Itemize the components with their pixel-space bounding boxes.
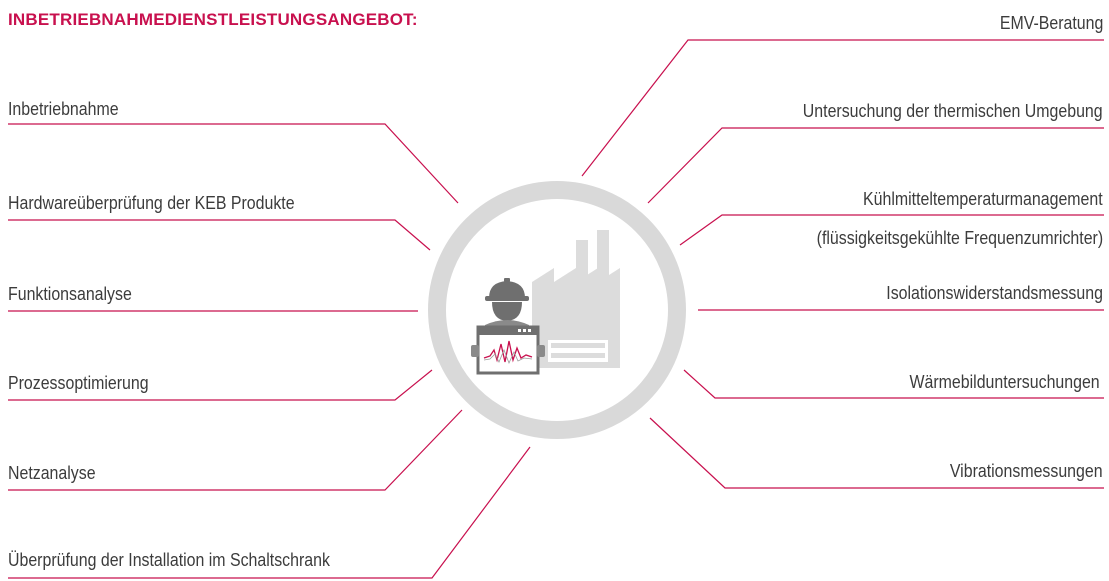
connector-right-6 — [649, 417, 1104, 489]
service-label-vibration-measurement: Vibrationsmessungen — [950, 460, 1103, 481]
center-circle — [428, 181, 686, 439]
connector-right-2 — [647, 127, 1104, 204]
service-label-hardware-check: Hardwareüberprüfung der KEB Produkte — [8, 192, 295, 213]
service-label-thermal-imaging: Wärmebilduntersuchungen — [909, 371, 1100, 392]
service-label-coolant-management: Kühlmitteltemperaturmanagement — [863, 188, 1103, 209]
page-title: INBETRIEBNAHMEDIENSTLEISTUNGSANGEBOT: — [8, 10, 418, 29]
service-label-function-analysis: Funktionsanalyse — [8, 283, 132, 304]
service-label-network-analysis: Netzanalyse — [8, 462, 96, 483]
service-label-commissioning: Inbetriebnahme — [8, 98, 119, 119]
service-label-coolant-note: (flüssigkeitsgekühlte Frequenzumrichter) — [816, 227, 1103, 248]
connector-left-6 — [8, 446, 531, 579]
service-label-process-optimization: Prozessoptimierung — [8, 372, 149, 393]
connector-right-1 — [581, 39, 1104, 177]
service-label-insulation-resistance: Isolationswiderstandsmessung — [886, 282, 1103, 303]
service-label-emc-consulting: EMV-Beratung — [999, 12, 1103, 33]
connector-left-2 — [8, 219, 431, 251]
connector-left-5 — [8, 409, 463, 491]
connector-right-5 — [683, 369, 1104, 399]
connector-right-3 — [679, 214, 1104, 246]
service-label-thermal-environment: Untersuchung der thermischen Umgebung — [803, 100, 1103, 121]
connector-left-4 — [8, 369, 433, 401]
connector-left-1 — [8, 123, 459, 204]
monitor-waveform-icon — [471, 325, 545, 375]
engineer-icon — [485, 278, 529, 333]
service-label-installation-check: Überprüfung der Installation im Schaltsc… — [8, 549, 330, 570]
factory-icon — [532, 230, 620, 368]
